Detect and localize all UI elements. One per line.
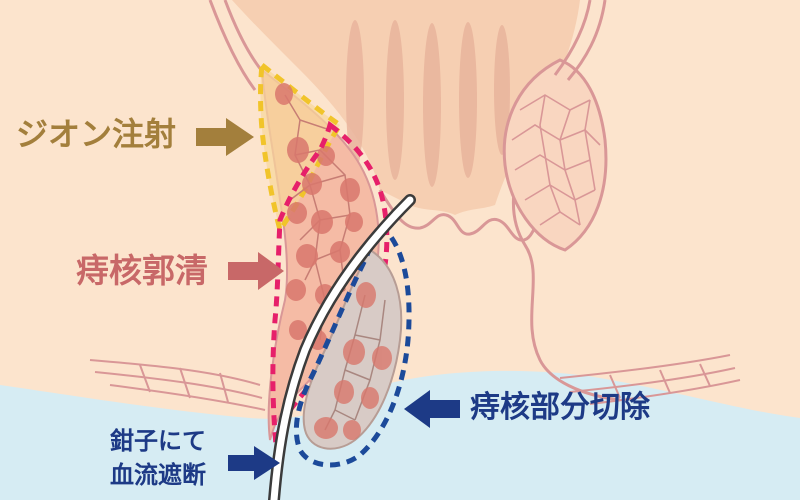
label-bubun-setsujo: 痔核部分切除 <box>470 390 650 425</box>
right-wall-line <box>553 0 607 81</box>
right-sphincter <box>559 354 741 405</box>
right-hemorrhoid <box>502 58 608 252</box>
zion-arrow <box>196 118 254 156</box>
left-sphincter <box>89 359 266 411</box>
kakukakusei-arrow <box>228 252 284 290</box>
zion-outline <box>258 60 344 236</box>
excision-cells <box>314 282 392 440</box>
label-zion-injection: ジオン注射 <box>16 115 177 153</box>
kanshi-arrow <box>228 446 280 480</box>
bubun-arrow <box>404 390 460 428</box>
label-kakukakusei: 痔核郭清 <box>76 251 208 290</box>
bubun-outline <box>293 221 412 468</box>
label-kanshi-line1: 鉗子にて <box>110 427 206 455</box>
label-kanshi: 鉗子にて 血流遮断 <box>110 424 206 492</box>
label-kanshi-line2: 血流遮断 <box>110 461 206 489</box>
forceps <box>270 196 414 500</box>
central-muscle-stripes <box>346 20 510 187</box>
mucosa-line <box>378 189 542 242</box>
central-muscle <box>232 0 580 215</box>
